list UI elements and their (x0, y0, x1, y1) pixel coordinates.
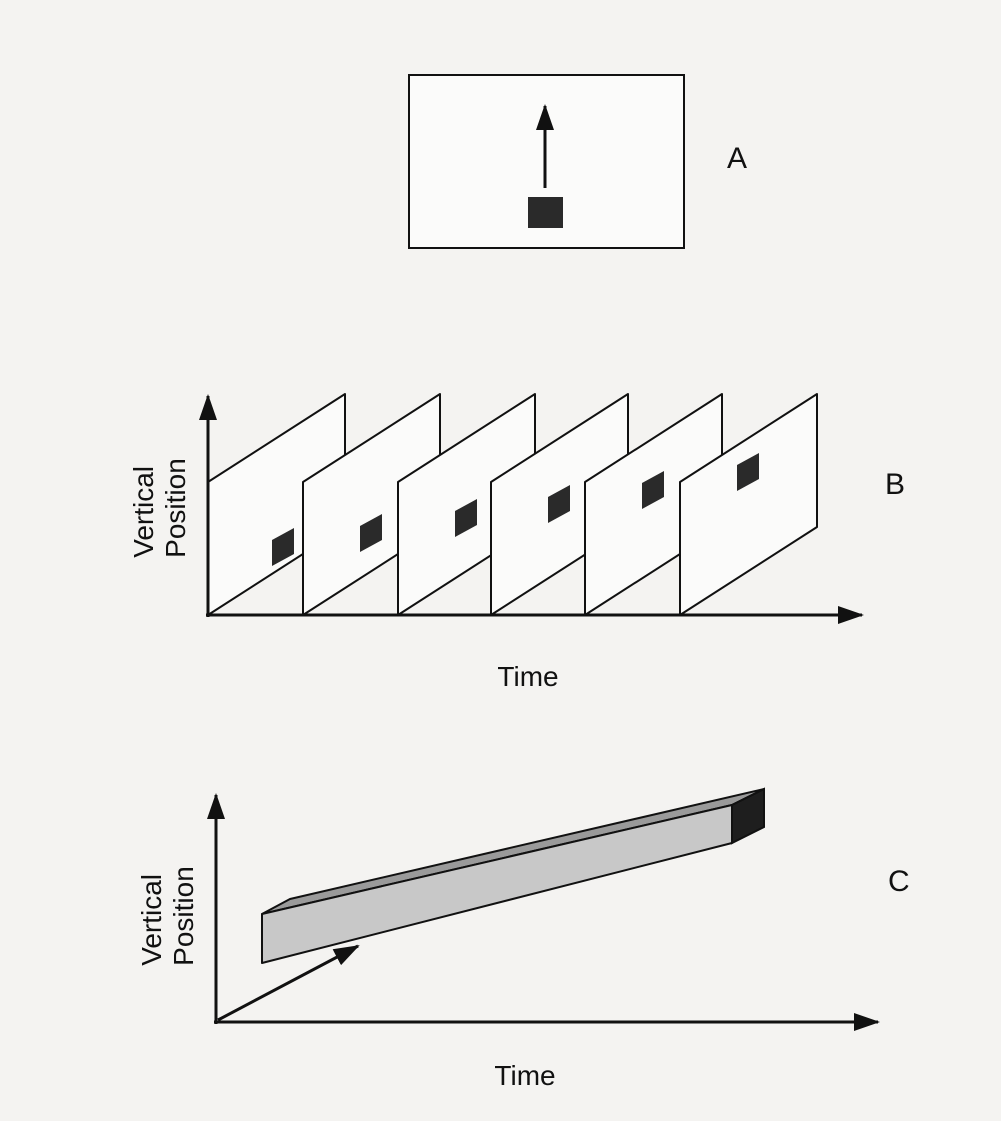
frame-square (455, 499, 477, 537)
y-axis-label: Vertical Position (128, 458, 191, 558)
frame-square (272, 528, 294, 566)
frame-square (548, 485, 570, 523)
time-frame (302, 393, 441, 616)
x-axis-label: Time (497, 661, 558, 692)
prism-front-face (261, 804, 733, 964)
panel-b-label: B (885, 468, 905, 501)
y-axis-label-line2: Position (168, 866, 199, 966)
x-axis-label: Time (494, 1060, 555, 1091)
panel-c: Vertical Position Time C (136, 787, 910, 1091)
time-frame (397, 393, 536, 616)
y-axis-label-line2: Position (160, 458, 191, 558)
depth-axis (217, 944, 360, 1022)
y-axis-label: Vertical Position (136, 866, 199, 966)
frame-square (642, 471, 664, 509)
frame-square (737, 453, 759, 491)
y-axis-label-line1: Vertical (128, 466, 159, 558)
frame-square (360, 514, 382, 552)
panel-c-label: C (888, 865, 910, 898)
panel-a-label: A (727, 142, 747, 175)
panel-b: Vertical Position Time B (128, 393, 905, 692)
prism-end-square (731, 787, 765, 845)
panel-a: A (408, 74, 747, 249)
y-axis-label-line1: Vertical (136, 874, 167, 966)
moving-square (528, 197, 563, 228)
frame-stack (207, 393, 818, 616)
time-frame (584, 393, 723, 616)
time-frame (679, 393, 818, 616)
